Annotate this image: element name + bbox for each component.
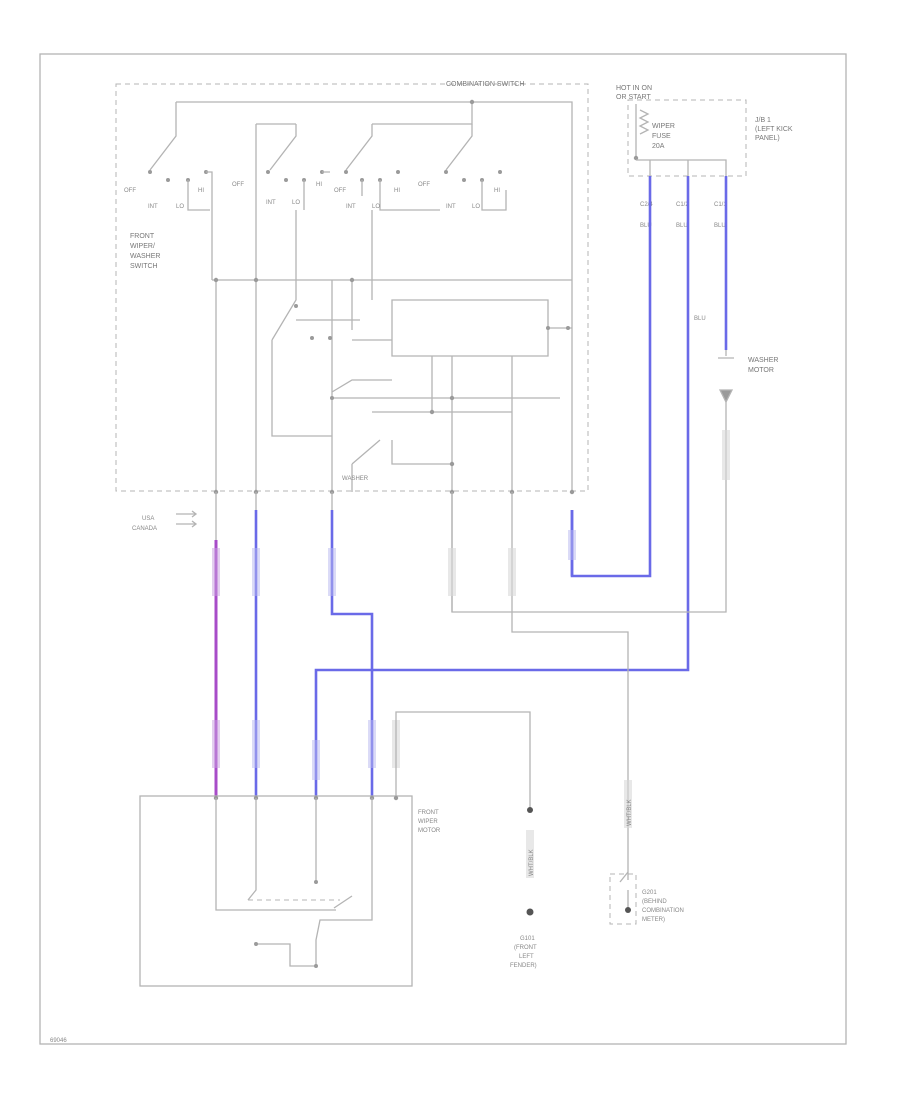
g201-wire-color: WHT/BLK: [627, 799, 633, 826]
blue-wire-jb-to-wiper-motor: [314, 176, 690, 796]
switch-group-4: [444, 124, 507, 211]
hot-in-on-label: HOT IN ON OR START: [616, 85, 654, 101]
jb-connector-1: C2/4: [640, 202, 653, 208]
diagram-frame: [39, 53, 847, 1045]
front-wiper-motor-box: [139, 795, 413, 987]
sw2-off: OFF: [232, 182, 244, 188]
washer-motor-wire-color: BLU: [694, 316, 706, 322]
sw3-int: INT: [346, 204, 356, 210]
switch-group-2: [266, 124, 330, 210]
sw4-lo: LO: [472, 204, 480, 210]
g201-dashed-box: [609, 873, 637, 925]
combination-switch-title: COMBINATION SWITCH: [446, 81, 524, 88]
sw1-off: OFF: [124, 188, 136, 194]
sw3-off: OFF: [334, 188, 346, 194]
wiper-fuse-label: WIPER FUSE 20A: [652, 123, 677, 150]
sw3-hi: HI: [394, 188, 400, 194]
jb-wire-color-1: BLU: [640, 223, 652, 229]
footer-code: 69046: [50, 1038, 67, 1044]
sw4-int: INT: [446, 204, 456, 210]
front-wiper-motor-label: FRONT WIPER MOTOR: [418, 810, 441, 834]
wire-color-tags: [212, 430, 730, 780]
sw3-lo: LO: [372, 204, 380, 210]
wiper-fuse: [633, 104, 727, 176]
switch-connectors: [213, 489, 575, 495]
g201-label: G201 (BEHIND COMBINATION METER): [642, 890, 686, 923]
jb-connector-3: C1/1: [714, 202, 727, 208]
switch-bus-2: [256, 102, 473, 125]
g101-label: G101 (FRONT LEFT FENDER): [510, 936, 538, 969]
washer-motor-label: WASHER MOTOR: [748, 357, 780, 374]
jb-wire-color-2: BLU: [676, 223, 688, 229]
washer-switch-label: WASHER: [342, 476, 369, 482]
sw1-hi: HI: [198, 188, 204, 194]
ground-terminal-g101: [526, 908, 534, 916]
combination-switch-boundary: [115, 83, 589, 492]
sw4-off: OFF: [418, 182, 430, 188]
sw2-lo: LO: [292, 200, 300, 206]
internal-wiring: [212, 124, 572, 492]
sw2-hi: HI: [316, 182, 322, 188]
wiper-motor-internals: [213, 795, 399, 968]
jb-connector-2: C1/2: [676, 202, 689, 208]
blue-wire-3: [330, 510, 374, 798]
switch-group-3: [344, 124, 440, 211]
sw2-int: INT: [266, 200, 276, 206]
switch-bus-top: [176, 101, 573, 492]
ground-wire: [395, 711, 531, 810]
junction-block-label: J/B 1 (LEFT KICK PANEL): [755, 117, 795, 142]
switch-group-1: [148, 102, 213, 280]
g201-symbol: [619, 871, 629, 912]
front-wiper-washer-switch-label: FRONT WIPER/ WASHER SWITCH: [130, 233, 162, 270]
ground-wire-color: WHT/BLK: [529, 849, 535, 876]
junction-block-boundary: [627, 99, 747, 177]
usa-canada-label: USA CANADA: [132, 516, 157, 532]
sw1-lo: LO: [176, 204, 184, 210]
usa-canada-arrows: [176, 510, 198, 528]
blue-wire-jb-to-switch: [570, 176, 652, 578]
washer-motor-symbol: [451, 350, 734, 613]
jb-wire-color-3: BLU: [714, 223, 726, 229]
sw4-hi: HI: [494, 188, 500, 194]
sw1-int: INT: [148, 204, 158, 210]
